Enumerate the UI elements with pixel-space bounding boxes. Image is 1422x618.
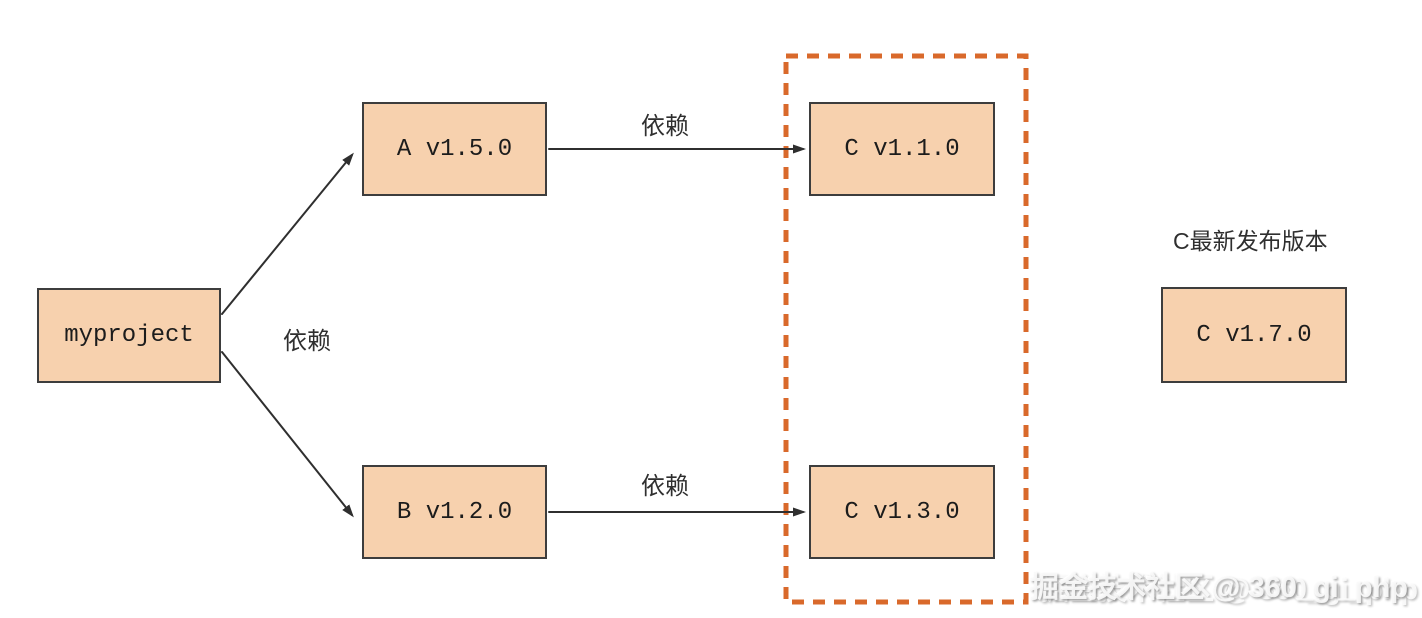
- node-c170-label: C v1.7.0: [1196, 321, 1312, 349]
- edge-myproject-to-b: [221, 351, 354, 518]
- edge-myproject-to-a: [221, 152, 354, 315]
- node-b-v120: B v1.2.0: [362, 465, 547, 559]
- edge-label-b-depends: 依赖: [641, 473, 689, 500]
- node-c130-label: C v1.3.0: [844, 498, 960, 526]
- node-c-v170: C v1.7.0: [1161, 287, 1347, 383]
- node-c110-label: C v1.1.0: [844, 135, 960, 163]
- node-a-label: A v1.5.0: [396, 135, 513, 163]
- edge-label-myproject-depends: 依赖: [283, 328, 331, 355]
- node-c-v130: C v1.3.0: [809, 465, 995, 559]
- node-a-v150: A v1.5.0: [362, 102, 547, 196]
- node-c-v110: C v1.1.0: [809, 102, 995, 196]
- latest-release-title: C最新发布版本: [1173, 228, 1328, 254]
- node-myproject-label: myproject: [64, 322, 194, 349]
- node-myproject: myproject: [37, 288, 221, 383]
- conflict-region-outline: [783, 53, 1029, 605]
- edge-label-a-depends: 依赖: [641, 113, 689, 140]
- node-b-label: B v1.2.0: [396, 498, 513, 526]
